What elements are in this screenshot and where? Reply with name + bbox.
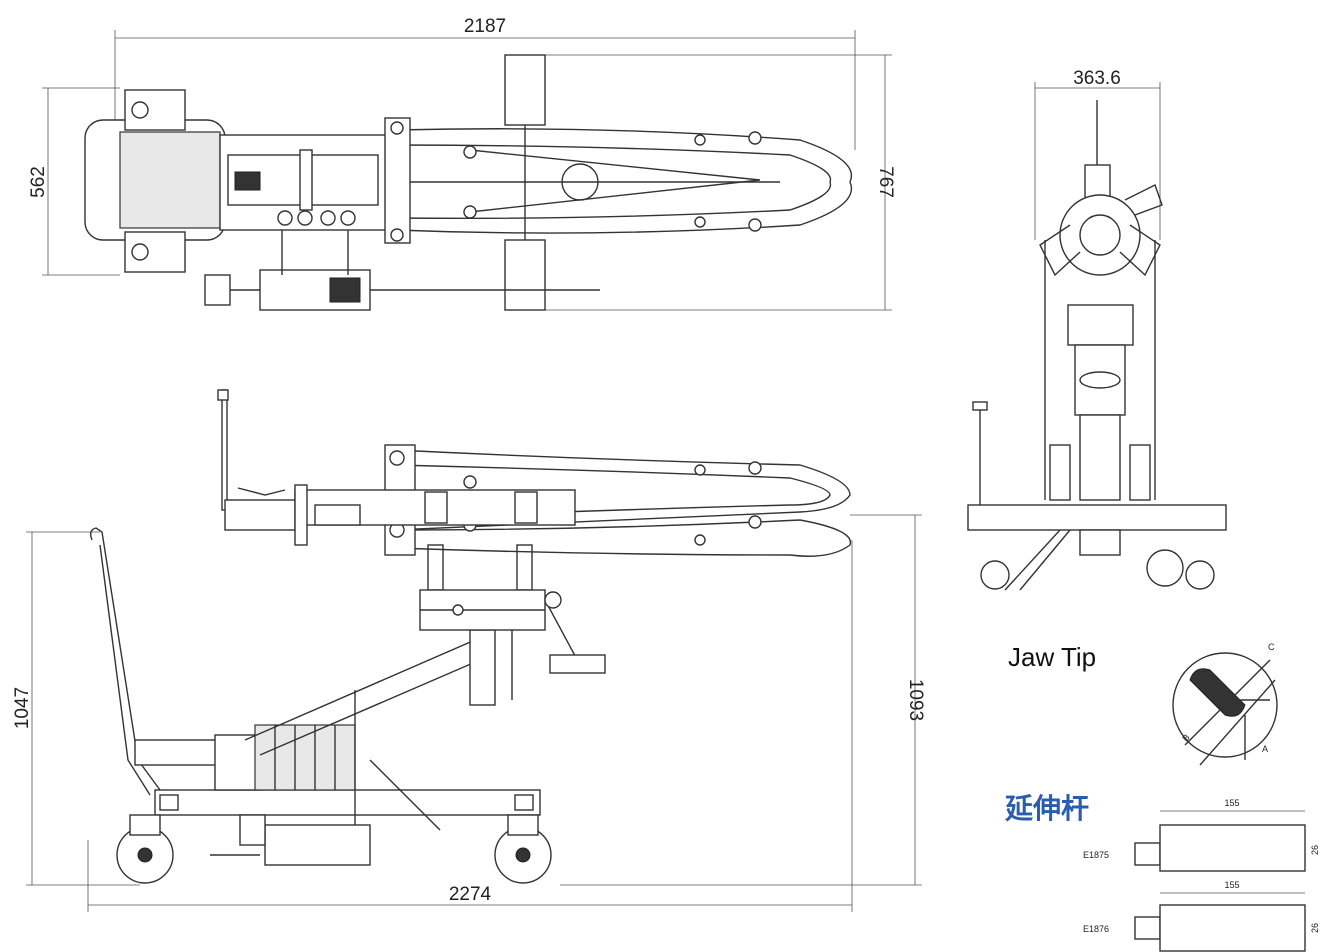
top-view: 2187 562 767 (28, 16, 896, 311)
jaw-tip-detail: Jaw Tip A B C (1008, 642, 1278, 766)
dim-top-length: 2187 (464, 16, 506, 37)
extension-2-dia: 26 (1310, 923, 1320, 933)
jaw-label-a: A (1262, 744, 1268, 754)
extension-1-code: E1875 (1083, 850, 1109, 860)
extension-2-length: 155 (1224, 880, 1239, 890)
front-view: 363.6 (967, 68, 1227, 591)
side-view: 1047 1093 2274 (12, 389, 926, 912)
dim-top-height: 767 (875, 166, 896, 198)
dim-top-width: 562 (28, 166, 49, 198)
dim-side-length: 2274 (449, 884, 492, 905)
extension-rods: 延伸杆 155 E1875 26 155 E1876 26 (1004, 792, 1320, 952)
jaw-label-c: C (1268, 642, 1275, 652)
jaw-label-b: B (1180, 732, 1191, 743)
extension-2-code: E1876 (1083, 924, 1109, 934)
extension-1-dia: 26 (1310, 845, 1320, 855)
jaw-tip-label: Jaw Tip (1008, 642, 1096, 672)
dim-side-height-right: 1093 (905, 679, 926, 721)
extension-1-length: 155 (1224, 798, 1239, 808)
dim-side-height-left: 1047 (12, 687, 33, 729)
dim-front-width: 363.6 (1073, 68, 1121, 89)
extension-rod-title: 延伸杆 (1004, 792, 1089, 825)
